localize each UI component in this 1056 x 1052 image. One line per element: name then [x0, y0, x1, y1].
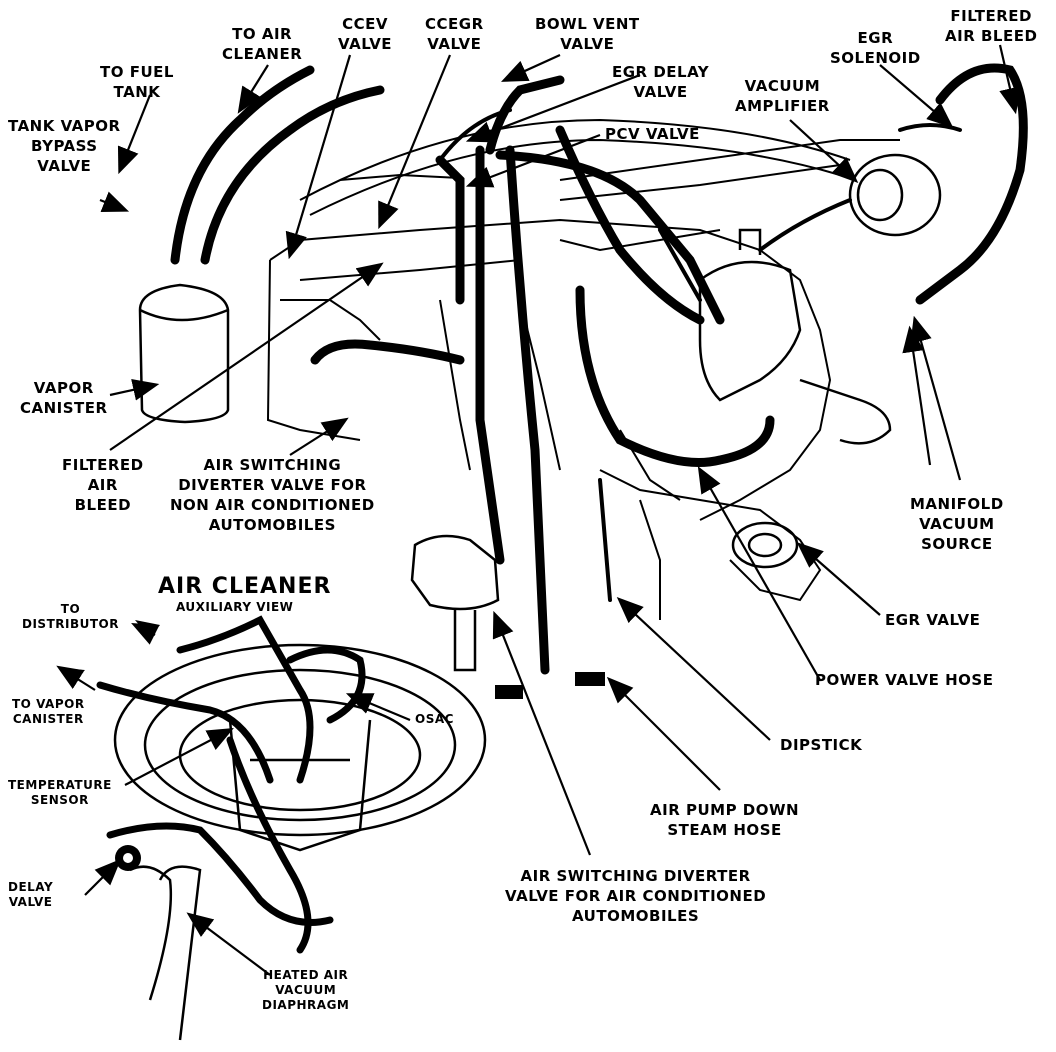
label-line: AMPLIFIER — [735, 97, 830, 115]
label-line: EGR DELAY — [612, 63, 710, 81]
engine-outline — [266, 139, 900, 620]
label-manifold-vacuum-source: MANIFOLD VACUUM SOURCE — [910, 494, 1004, 554]
arrow-heads-solid — [60, 620, 605, 699]
label-line: TANK — [113, 83, 161, 101]
label-line: TANK VAPOR — [8, 117, 121, 135]
label-line: SOURCE — [921, 535, 993, 553]
label-line: HEATED AIR — [263, 968, 349, 982]
label-egr-delay-valve: EGR DELAY VALVE — [612, 62, 709, 102]
label-line: AIR — [87, 476, 118, 494]
label-vapor-canister: VAPOR CANISTER — [20, 378, 108, 418]
label-egr-solenoid: EGR SOLENOID — [830, 28, 921, 68]
leader-arrows — [56, 44, 1021, 976]
label-line: VALVE — [338, 35, 393, 53]
label-line: FILTERED — [62, 456, 144, 474]
label-egr-valve: EGR VALVE — [885, 610, 980, 630]
label-to-distributor: TO DISTRIBUTOR — [22, 602, 119, 632]
label-line: EGR VALVE — [885, 611, 981, 629]
label-line: TO FUEL — [100, 63, 174, 81]
label-line: NON AIR CONDITIONED — [170, 496, 375, 514]
label-line: BYPASS — [30, 137, 98, 155]
carburetor-shape — [698, 228, 892, 445]
label-line: VAPOR — [33, 379, 94, 397]
label-line: AUTOMOBILES — [572, 907, 700, 925]
label-line: SOLENOID — [830, 49, 921, 67]
label-line: BLEED — [74, 496, 132, 514]
label-line: AIR PUMP DOWN — [650, 801, 800, 819]
label-line: MANIFOLD — [910, 495, 1004, 513]
label-ccegr-valve: CCEGR VALVE — [425, 14, 484, 54]
label-line: TO — [60, 602, 81, 616]
label-line: VALVE — [633, 83, 688, 101]
label-line: TEMPERATURE — [8, 778, 112, 792]
label-line: TO AIR — [232, 25, 293, 43]
label-line: FILTERED — [950, 7, 1033, 25]
label-line: CLEANER — [222, 45, 303, 63]
label-filtered-air-bleed: FILTERED AIR BLEED — [62, 455, 144, 515]
label-line: AIR CLEANER — [158, 574, 332, 599]
label-line: CANISTER — [20, 399, 108, 417]
label-tank-vapor-bypass-valve: TANK VAPOR BYPASS VALVE — [8, 116, 121, 176]
vacuum-hoses — [170, 63, 1028, 675]
label-line: AIR SWITCHING — [203, 456, 342, 474]
label-line: VALVE — [427, 35, 482, 53]
label-power-valve-hose: POWER VALVE HOSE — [815, 670, 993, 690]
label-line: BOWL VENT — [535, 15, 640, 33]
label-line: DELAY — [8, 880, 54, 894]
label-line: PCV VALVE — [605, 125, 700, 143]
label-heated-air-vacuum-diaphragm: HEATED AIR VACUUM DIAPHRAGM — [262, 968, 349, 1013]
label-to-fuel-tank: TO FUEL TANK — [100, 62, 174, 102]
label-temperature-sensor: TEMPERATURE SENSOR — [8, 778, 112, 808]
label-bowl-vent-valve: BOWL VENT VALVE — [535, 14, 640, 54]
label-line: CCEGR — [425, 15, 484, 33]
label-air-switching-diverter-ac: AIR SWITCHING DIVERTER VALVE FOR AIR CON… — [505, 866, 766, 926]
label-line: OSAC — [415, 712, 454, 726]
label-line: AIR SWITCHING DIVERTER — [520, 867, 751, 885]
label-filtered-air-bleed-top: FILTERED AIR BLEED — [945, 6, 1037, 46]
label-line: VACUUM — [919, 515, 995, 533]
label-line: CANISTER — [12, 712, 84, 726]
label-line: VACUUM — [744, 77, 821, 95]
label-line: AUTOMOBILES — [208, 516, 336, 534]
air-cleaner-housing-top — [299, 118, 851, 216]
vapor-canister-shape — [138, 283, 230, 424]
label-line: AIR BLEED — [945, 27, 1038, 45]
label-line: CCEV — [342, 15, 388, 33]
air-cleaner-aux-view — [113, 643, 487, 1041]
label-line: SENSOR — [30, 793, 89, 807]
label-line: DIVERTER VALVE FOR — [178, 476, 367, 494]
label-vacuum-amplifier: VACUUM AMPLIFIER — [735, 76, 830, 116]
label-air-switching-diverter-non-ac: AIR SWITCHING DIVERTER VALVE FOR NON AIR… — [170, 455, 375, 535]
air-cleaner-hoses — [96, 615, 366, 954]
label-line: VALVE — [8, 895, 53, 909]
label-line: DIPSTICK — [780, 736, 863, 754]
label-to-air-cleaner: TO AIR CLEANER — [222, 24, 302, 64]
label-ccev-valve: CCEV VALVE — [338, 14, 392, 54]
label-osac: OSAC — [415, 712, 454, 727]
label-pcv-valve: PCV VALVE — [605, 124, 700, 144]
label-line: VALVE FOR AIR CONDITIONED — [505, 887, 767, 905]
label-line: VALVE — [37, 157, 92, 175]
label-line: VACUUM — [275, 983, 337, 997]
air-cleaner-title: AIR CLEANER — [158, 574, 331, 600]
label-delay-valve: DELAY VALVE — [8, 880, 53, 910]
label-line: DISTRIBUTOR — [22, 617, 119, 631]
label-dipstick: DIPSTICK — [780, 735, 862, 755]
label-line: POWER VALVE HOSE — [815, 671, 994, 689]
label-line: AUXILIARY VIEW — [176, 600, 294, 614]
label-line: VALVE — [560, 35, 615, 53]
label-line: DIAPHRAGM — [262, 998, 350, 1012]
label-to-vapor-canister: TO VAPOR CANISTER — [12, 697, 85, 727]
vacuum-amplifier-shape — [848, 153, 942, 237]
label-line: EGR — [857, 29, 894, 47]
label-line: STEAM HOSE — [667, 821, 782, 839]
label-air-pump-down-steam-hose: AIR PUMP DOWN STEAM HOSE — [650, 800, 799, 840]
label-auxiliary-view: AUXILIARY VIEW — [176, 600, 293, 615]
label-line: TO VAPOR — [12, 697, 85, 711]
